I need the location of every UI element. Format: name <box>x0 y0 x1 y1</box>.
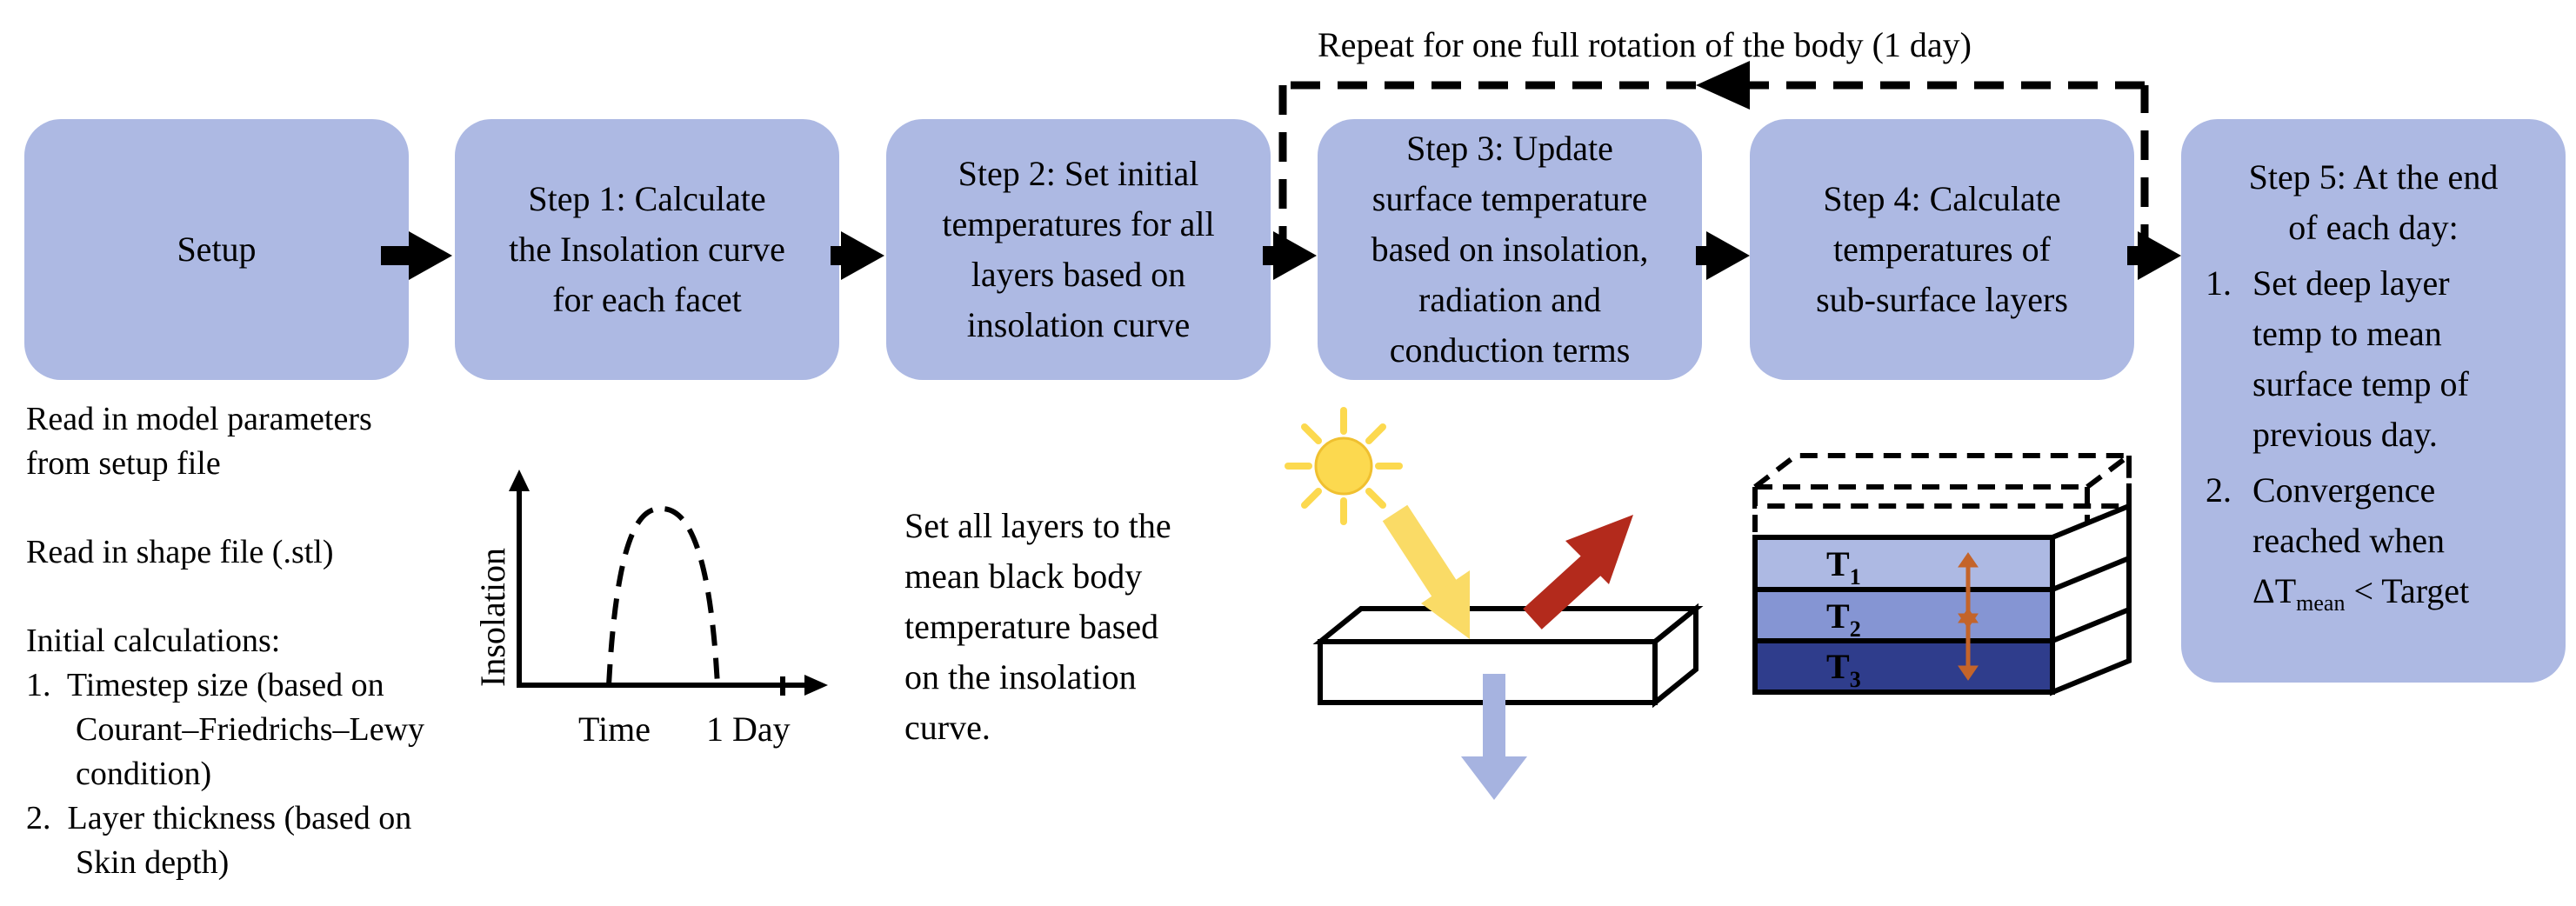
graph-ylabel: Insolation <box>473 548 512 687</box>
setup-note-line: Skin depth) <box>26 844 230 881</box>
setup-note-line: Initial calculations: <box>26 623 281 659</box>
layer-label-1: T1 <box>1826 544 1861 590</box>
step4-line: Step 4: Calculate <box>1823 179 2061 218</box>
step4-line: temperatures of <box>1833 230 2051 269</box>
step5-item-2-number: 2. <box>2206 470 2232 510</box>
step1-box-text: Step 1: Calculate the Insolation curve for… <box>509 174 785 325</box>
layer-1 <box>1752 535 2055 592</box>
step2-note-line: curve. <box>904 708 991 747</box>
step2-note-line: on the insolation <box>904 657 1137 696</box>
step2-line: Step 2: Set initial <box>958 154 1199 193</box>
surface-slab-illustration <box>1285 407 1704 800</box>
loop-label: Repeat for one full rotation of the body… <box>1318 25 1972 64</box>
step3-line: radiation and <box>1418 280 1601 319</box>
step3-box: Step 3: Update surface temperature based o… <box>1318 119 1702 380</box>
insolation-graph: Insolation Time 1 Day <box>473 470 828 749</box>
step2-notes: Set all layers to the mean black body temp… <box>904 501 1171 753</box>
step2-box-text: Step 2: Set initial temperatures for all l… <box>942 149 1214 350</box>
step2-line: temperatures for all <box>942 204 1215 243</box>
setup-note-line: condition) <box>26 756 212 792</box>
step2-box: Step 2: Set initial temperatures for all l… <box>886 119 1271 380</box>
step5-item-1-number: 1. <box>2206 263 2232 303</box>
setup-line: Setup <box>177 230 257 269</box>
setup-note-line: Courant–Friedrichs–Lewy <box>26 711 425 748</box>
flow-arrows <box>381 231 2181 280</box>
arrow-step1-to-step2 <box>831 231 884 280</box>
arrow-step3-to-step4 <box>1696 231 1750 280</box>
graph-xlabel: Time <box>578 709 651 749</box>
setup-note-line: Read in model parameters <box>26 401 372 437</box>
setup-box-text: Setup <box>177 224 256 275</box>
step1-box: Step 1: Calculate the Insolation curve for… <box>455 119 839 380</box>
step2-line: insolation curve <box>966 305 1191 344</box>
setup-note-line: 1. Timestep size (based on <box>26 667 384 703</box>
step2-line: layers based on <box>971 255 1186 294</box>
outgoing-radiation-arrow <box>1523 515 1633 630</box>
layered-block-illustration: T1 T2 T3 <box>1752 453 2132 696</box>
step1-line: for each facet <box>552 280 742 319</box>
step3-box-text: Step 3: Update surface temperature based o… <box>1371 123 1649 376</box>
setup-box: Setup <box>24 119 409 380</box>
step4-box-text: Step 4: Calculate temperatures of sub-surf… <box>1816 174 2068 325</box>
setup-note-line: 2. Layer thickness (based on <box>26 800 412 836</box>
graph-xlabel-end: 1 Day <box>706 709 791 749</box>
step3-line: based on insolation, <box>1371 230 1649 269</box>
repeat-loop-arrow <box>1278 81 2149 254</box>
layer-label-3: T3 <box>1826 647 1861 692</box>
step4-box: Step 4: Calculate temperatures of sub-surf… <box>1750 119 2134 380</box>
sun-icon <box>1285 407 1403 525</box>
step2-note-line: temperature based <box>904 607 1159 646</box>
setup-note-line: Read in shape file (.stl) <box>26 534 334 570</box>
layer-3 <box>1752 638 2055 695</box>
convergence-criterion: ΔTmean < Target <box>2252 571 2470 616</box>
step2-note-line: mean black body <box>904 556 1143 596</box>
arrow-step2-to-step3 <box>1263 231 1317 280</box>
arrow-step4-to-step5 <box>2127 231 2181 280</box>
step1-line: the Insolation curve <box>509 230 785 269</box>
layer-exchange-arrows <box>1958 552 1979 681</box>
step4-line: sub-surface layers <box>1816 280 2068 319</box>
step3-line: conduction terms <box>1389 330 1631 370</box>
step5-box: Step 5: At the end of each day: 1. Set d… <box>2181 119 2566 683</box>
repeat-loop-arrowhead <box>1696 61 1750 110</box>
step3-line: surface temperature <box>1371 179 1648 218</box>
layer-label-2: T2 <box>1826 596 1861 642</box>
step5-title: Step 5: At the end of each day: <box>2248 157 2499 247</box>
insolation-curve <box>606 505 720 686</box>
step2-note-line: Set all layers to the <box>904 506 1171 545</box>
incoming-insolation-arrow <box>1382 504 1470 639</box>
setup-note-line: from setup file <box>26 445 221 482</box>
step3-line: Step 3: Update <box>1406 129 1613 168</box>
conduction-arrow <box>1461 674 1527 800</box>
step1-line: Step 1: Calculate <box>528 179 766 218</box>
layer-2 <box>1752 587 2055 643</box>
arrow-setup-to-step1 <box>381 231 452 280</box>
